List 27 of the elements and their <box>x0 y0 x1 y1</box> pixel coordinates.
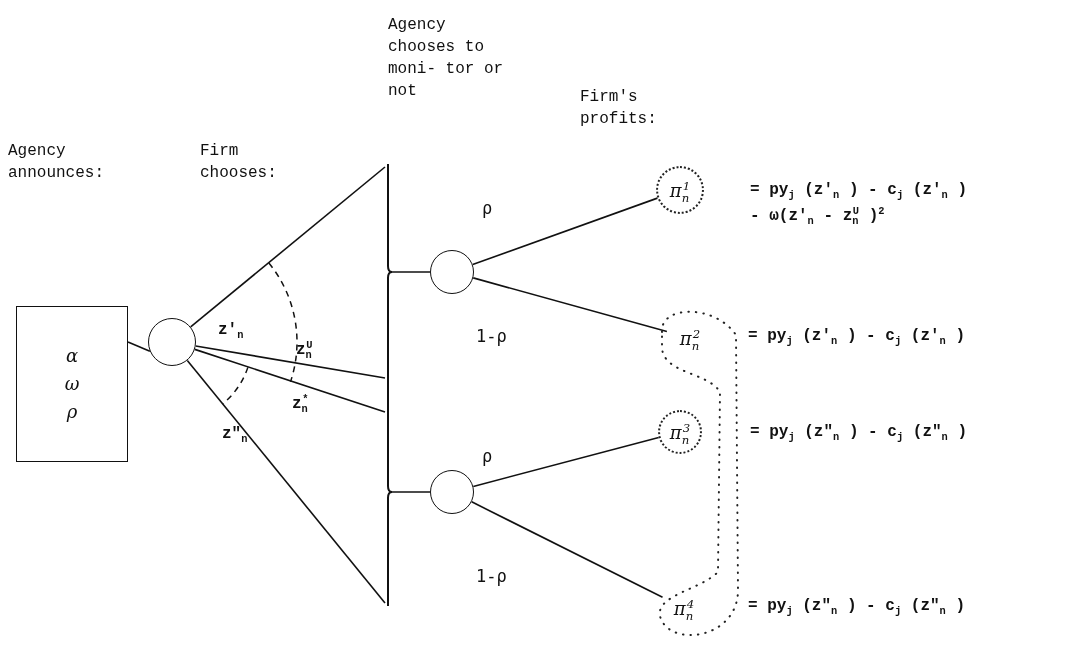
decision-circle <box>148 318 196 366</box>
parameter-list: α ω ρ <box>61 342 83 426</box>
payoff-formula: = py$_{j}$ (z"$_{n}$ ) - c$_{j}$ (z"$_{n}$ ) <box>750 422 968 442</box>
decision-circle <box>430 470 474 514</box>
tree-branch <box>127 341 151 353</box>
tree-branch <box>471 197 659 266</box>
parameter-box <box>16 306 128 462</box>
tree-branch <box>194 345 386 379</box>
payoff-formula: - ω(z'$_{n}$ - z$_{n}$$^{U}$ )$^{2}$ <box>750 206 885 226</box>
stage-heading: Agency chooses to moni- tor or not <box>388 15 505 102</box>
tree-branch <box>472 277 668 333</box>
tree-branch <box>391 491 431 493</box>
payoff-formula: = py$_{j}$ (z'$_{n}$ ) - c$_{j}$ (z'$_{n}$ ) <box>750 180 968 200</box>
stage-heading: Agency announces: <box>8 141 105 184</box>
tree-branch <box>189 166 386 328</box>
tree-branch <box>472 436 660 488</box>
tree-branch <box>391 271 431 273</box>
payoff-formula: = py$_{j}$ (z'$_{n}$ ) - c$_{j}$ (z'$_{n}$ ) <box>748 326 966 346</box>
payoff-formula: = py$_{j}$ (z"$_{n}$ ) - c$_{j}$ (z"$_{n}$ ) <box>748 596 966 616</box>
choice-label: z'$_{n}$ <box>218 320 244 340</box>
tree-branch <box>470 501 664 599</box>
tree-branch <box>186 359 386 604</box>
stage-heading: Firm's profits: <box>580 87 658 130</box>
tree-branch <box>194 348 386 413</box>
stage-heading: Firm chooses: <box>200 141 278 184</box>
choice-label: z"$_{n}$ <box>222 424 248 444</box>
decision-circle <box>430 250 474 294</box>
